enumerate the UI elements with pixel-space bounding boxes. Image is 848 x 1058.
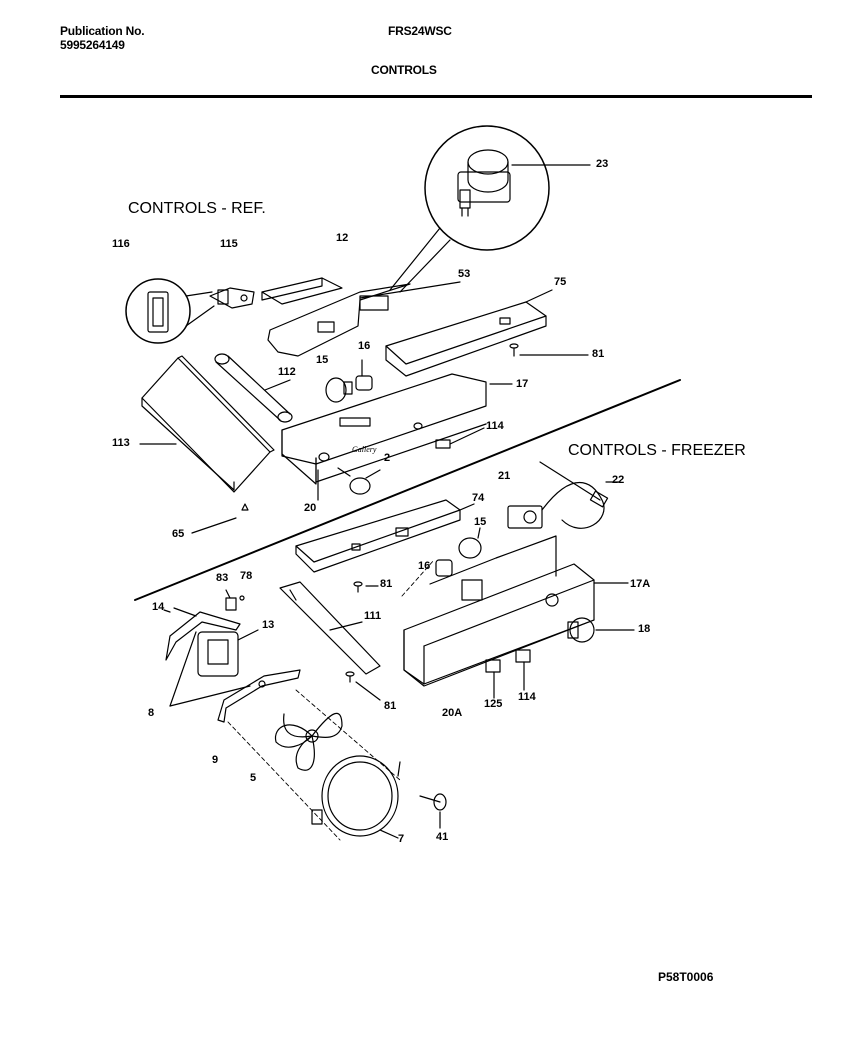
callout-22: 22 bbox=[612, 474, 625, 486]
callout-20a: 20A bbox=[442, 707, 463, 719]
callout-75: 75 bbox=[554, 276, 567, 288]
callout-14: 14 bbox=[152, 601, 165, 613]
figure-code: P58T0006 bbox=[658, 970, 714, 984]
screw-41 bbox=[419, 793, 447, 829]
callout-12: 12 bbox=[336, 232, 349, 244]
model-number: FRS24WSC bbox=[388, 24, 452, 38]
section-title: CONTROLS bbox=[371, 63, 437, 77]
callout-9: 9 bbox=[212, 754, 219, 766]
callout-114-ref: 114 bbox=[486, 420, 504, 432]
publication-label: Publication No. bbox=[60, 24, 145, 38]
part-14-fan-bracket bbox=[163, 607, 241, 661]
screw-81-mid bbox=[353, 581, 379, 593]
screw-81-bottom bbox=[345, 671, 381, 701]
callout-7: 7 bbox=[398, 833, 405, 845]
part-74-freezer-cover bbox=[295, 499, 475, 573]
part-75-cover bbox=[385, 289, 553, 377]
knob-18 bbox=[567, 617, 635, 643]
part-13-fan-motor bbox=[197, 629, 259, 677]
callout-21: 21 bbox=[498, 470, 511, 482]
callout-16-freezer: 16 bbox=[418, 560, 431, 572]
callout-17: 17 bbox=[516, 378, 529, 390]
assembly-guide-lines bbox=[227, 559, 435, 841]
callout-23: 23 bbox=[596, 158, 609, 170]
clip-65 bbox=[191, 503, 249, 534]
callout-111: 111 bbox=[364, 610, 382, 622]
socket-16-freezer bbox=[435, 559, 453, 577]
publication-block: Publication No. 5995264149 bbox=[60, 24, 145, 52]
callout-65: 65 bbox=[172, 528, 185, 540]
callout-20: 20 bbox=[304, 502, 317, 514]
stem-114-ref bbox=[435, 427, 485, 449]
part-53-housing bbox=[267, 281, 461, 357]
publication-number: 5995264149 bbox=[60, 38, 125, 52]
callout-2: 2 bbox=[384, 452, 391, 464]
part-111-bracket bbox=[279, 581, 381, 675]
callout-15-freezer: 15 bbox=[474, 516, 487, 528]
magnified-detail-23 bbox=[389, 125, 591, 293]
magnified-detail-116 bbox=[125, 278, 215, 344]
capillary-22 bbox=[539, 461, 621, 508]
callout-125: 125 bbox=[484, 698, 503, 710]
part-7-shroud-ring bbox=[311, 755, 401, 839]
part-8-mount bbox=[169, 631, 301, 723]
screw-81-top bbox=[509, 343, 589, 357]
group-label-freezer: CONTROLS - FREEZER bbox=[568, 442, 746, 459]
callout-81-mid: 81 bbox=[380, 578, 393, 590]
socket-16-ref bbox=[355, 359, 373, 391]
part-17a-control-housing-freezer bbox=[403, 535, 629, 687]
stem-125 bbox=[485, 659, 501, 699]
callout-16-ref: 16 bbox=[358, 340, 371, 352]
parts-83-78 bbox=[225, 589, 245, 611]
bulb-15-ref bbox=[325, 377, 353, 403]
thermostat-21 bbox=[507, 481, 605, 529]
callout-18: 18 bbox=[638, 623, 651, 635]
callout-114-freezer: 114 bbox=[518, 691, 536, 703]
callout-116: 116 bbox=[112, 238, 130, 250]
callout-112: 112 bbox=[278, 366, 296, 378]
callout-81-top: 81 bbox=[592, 348, 605, 360]
header-rule bbox=[60, 95, 812, 98]
callout-74: 74 bbox=[472, 492, 485, 504]
part-17-control-panel-ref: Gallery bbox=[281, 373, 513, 485]
callout-15-ref: 15 bbox=[316, 354, 329, 366]
part-112-light-tube bbox=[214, 353, 293, 423]
part-115-bracket bbox=[209, 287, 255, 309]
callout-13: 13 bbox=[262, 619, 275, 631]
compartment-divider-line bbox=[134, 379, 681, 601]
callout-81-bottom: 81 bbox=[384, 700, 397, 712]
callout-83: 83 bbox=[216, 572, 229, 584]
stem-114-freezer bbox=[515, 649, 531, 691]
knob-2 bbox=[337, 467, 381, 495]
part-12-light-shield bbox=[261, 277, 343, 305]
callout-8: 8 bbox=[148, 707, 155, 719]
part-5-fan-blade bbox=[274, 712, 343, 771]
callout-41: 41 bbox=[436, 831, 449, 843]
callout-5: 5 bbox=[250, 772, 257, 784]
callout-78: 78 bbox=[240, 570, 253, 582]
svg-text:Gallery: Gallery bbox=[352, 445, 377, 454]
callout-115: 115 bbox=[220, 238, 238, 250]
group-label-ref: CONTROLS - REF. bbox=[128, 200, 266, 217]
part-113-diffuser bbox=[139, 355, 275, 493]
callout-17a: 17A bbox=[630, 578, 651, 590]
bulb-15-freezer bbox=[458, 527, 482, 559]
callout-113: 113 bbox=[112, 437, 130, 449]
callout-53: 53 bbox=[458, 268, 471, 280]
